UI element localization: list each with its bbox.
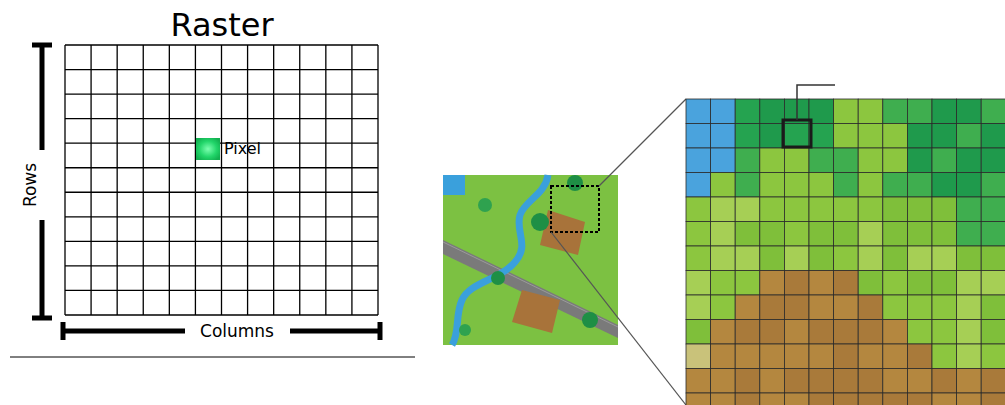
rows-label: Rows bbox=[20, 160, 40, 210]
raster-grid bbox=[65, 45, 378, 315]
pixel-label: Pixel bbox=[222, 140, 263, 158]
columns-label: Columns bbox=[197, 321, 277, 341]
zoomed-raster bbox=[686, 99, 1005, 405]
divider-line bbox=[10, 357, 415, 358]
pixel-leader bbox=[797, 85, 835, 120]
selected-pixel bbox=[783, 120, 811, 147]
columns-bracket bbox=[63, 322, 380, 340]
map-thumbnail bbox=[443, 175, 618, 345]
diagram-title: Raster bbox=[170, 8, 273, 42]
pixel-cell bbox=[196, 138, 220, 160]
zoom-line bbox=[551, 232, 686, 405]
zoom-line bbox=[599, 99, 686, 186]
